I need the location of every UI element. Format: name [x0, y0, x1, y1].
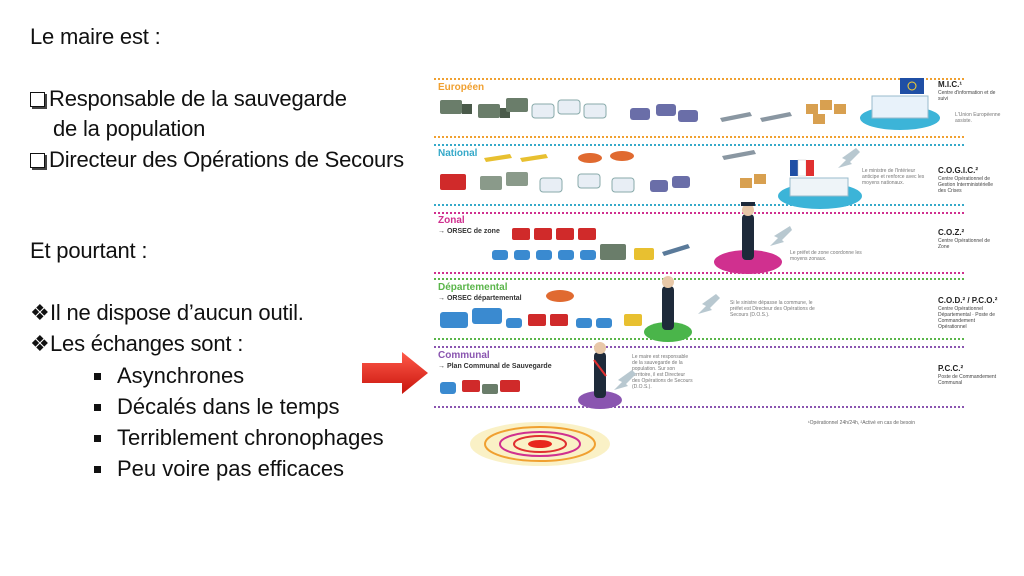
plane-icon — [662, 244, 690, 256]
right-sub: Poste de Commandement Communal — [938, 374, 997, 386]
truck-icon — [478, 104, 510, 118]
band-communal — [434, 346, 964, 408]
sub-point-4: Peu voire pas efficaces — [94, 453, 344, 484]
level-sub: → ORSEC départemental — [438, 295, 522, 302]
fire-truck-icon — [512, 228, 596, 240]
box-icon — [806, 100, 846, 124]
plane-icon — [722, 150, 756, 160]
level-desc: Le ministre de l'Intérieur anticipe et r… — [862, 168, 925, 186]
intro-line: Le maire est : — [30, 24, 161, 49]
excavator-icon — [624, 314, 642, 326]
level-sub: → ORSEC de zone — [438, 228, 500, 235]
level-desc: Si le sinistre dépasse la commune, le pr… — [730, 300, 815, 318]
footnote: ¹Opérationnel 24h/24h, ²Activé en cas de… — [808, 420, 916, 426]
band-europeen — [434, 78, 964, 138]
diamond-bullet-icon: ❖ — [30, 300, 50, 325]
plane-icon — [484, 154, 548, 162]
truck-icon — [440, 100, 472, 114]
level-desc: L'Union Européenne assiste. — [955, 112, 1001, 124]
band-departemental — [434, 278, 964, 340]
level-desc: Le préfet de zone coordonne les moyens z… — [790, 250, 862, 262]
sub-point-3: Terriblement chronophages — [94, 422, 384, 453]
role-1-cont: de la population — [53, 116, 206, 141]
police-car-icon — [492, 250, 596, 260]
mayor-icon — [578, 342, 622, 409]
however-line: Et pourtant : — [30, 238, 148, 263]
incident-burst-icon — [470, 422, 610, 466]
square-bullet-icon — [94, 373, 101, 380]
point-2: ❖Les échanges sont : — [30, 329, 243, 360]
police-car-icon — [506, 318, 522, 328]
level-label: National — [438, 148, 478, 159]
truck-icon — [482, 384, 498, 394]
right-sub: Centre Opérationnel Départemental · Post… — [938, 306, 995, 330]
fire-truck-icon — [440, 174, 466, 190]
right-title: C.O.G.I.C.² — [938, 166, 978, 175]
square-bullet-icon — [94, 435, 101, 442]
square-bullet-icon — [94, 404, 101, 411]
down-arrow-icon — [614, 148, 860, 390]
bus-icon — [440, 308, 502, 328]
role-1: Responsable de la sauvegarde — [30, 84, 347, 115]
tent-icon — [650, 176, 690, 192]
eu-building-icon — [860, 78, 940, 130]
plane-icon — [720, 112, 792, 122]
sub-point-1: Asynchrones — [94, 360, 244, 391]
helicopter-icon — [578, 151, 634, 163]
helicopter-icon — [546, 290, 574, 302]
right-title: C.O.Z.² — [938, 228, 965, 237]
excavator-icon — [634, 248, 654, 260]
ambulance-icon — [539, 173, 635, 193]
right-sub: Centre Opérationnel de Zone — [938, 238, 990, 250]
prefect-dept-icon — [644, 276, 692, 342]
prefect-zone-icon — [714, 202, 782, 274]
right-sub: Centre d'information et de suivi — [938, 90, 996, 102]
sub-point-2: Décalés dans le temps — [94, 391, 340, 422]
level-sub: → Plan Communal de Sauvegarde — [438, 363, 552, 370]
checkbox-square-icon — [30, 153, 45, 168]
red-arrow-icon — [362, 352, 428, 394]
checkbox-square-icon — [30, 92, 45, 107]
level-desc: Le maire est responsable de la sauvegard… — [632, 354, 693, 390]
diamond-bullet-icon: ❖ — [30, 331, 50, 356]
right-title: P.C.C.² — [938, 364, 964, 373]
level-label: Départemental — [438, 282, 508, 293]
car-icon — [440, 382, 456, 394]
point-1: ❖Il ne dispose d’aucun outil. — [30, 298, 304, 329]
band-zonal — [434, 212, 964, 274]
right-title: C.O.D.² / P.C.O.² — [938, 296, 998, 305]
ministry-building-icon — [778, 159, 862, 209]
square-bullet-icon — [94, 466, 101, 473]
band-national — [434, 144, 964, 206]
box-icon — [740, 174, 766, 188]
ambulance-icon — [531, 99, 607, 119]
level-label: Zonal — [438, 215, 465, 226]
tent-icon — [630, 104, 698, 122]
right-title: M.I.C.¹ — [938, 80, 962, 89]
truck-icon — [480, 172, 528, 190]
truck-icon — [506, 98, 528, 112]
right-sub: Centre Opérationnel de Gestion Intermini… — [938, 176, 994, 194]
fire-truck-icon — [462, 380, 520, 392]
car-icon — [576, 318, 612, 328]
level-label: Communal — [438, 350, 490, 361]
role-2: Directeur des Opérations de Secours — [30, 145, 404, 176]
fire-truck-icon — [528, 314, 568, 326]
truck-icon — [600, 244, 626, 260]
level-label: Européen — [438, 82, 485, 93]
